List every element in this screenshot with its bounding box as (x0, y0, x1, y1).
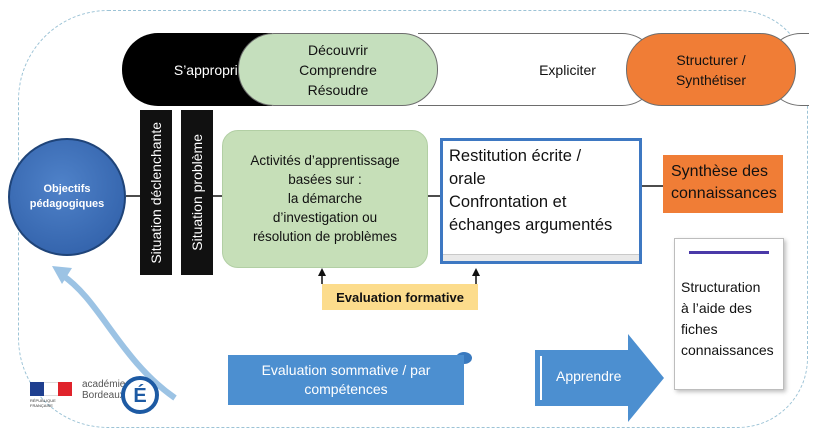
apprendre-arrow (535, 334, 664, 422)
restitution-line3: Confrontation et (449, 193, 567, 211)
evaluation-sommative-ribbon: Evaluation sommative / par compétences (228, 355, 464, 405)
academie-bordeaux-logo: académie Bordeaux É (82, 375, 162, 415)
restitution-line2: orale (449, 170, 486, 188)
activities-line2: basées sur : (288, 172, 362, 187)
objectives-line1: Objectifs (43, 183, 91, 195)
phase-structurer-label: Structurer / (676, 51, 746, 68)
formative-arrowhead-left (318, 268, 326, 276)
objectives-circle: Objectifs pédagogiques (8, 138, 126, 256)
situation-probleme-label: Situation problème (189, 134, 205, 251)
evaluation-sommative-line2: compétences (304, 381, 388, 397)
apprendre-label: Apprendre (556, 368, 622, 384)
activities-line5: résolution de problèmes (252, 229, 398, 244)
academie-e-icon: É (121, 376, 159, 414)
restitution-line1: Restitution écrite / (449, 147, 582, 165)
situation-probleme-bar: Situation problème (181, 110, 213, 275)
restitution-box: Restitution écrite / orale Confrontation… (440, 138, 642, 264)
phase-comprendre-label: Comprendre (299, 61, 377, 78)
phase-approprier-label: S’approprier (173, 61, 251, 78)
card-top-line (689, 251, 769, 254)
synthese-box: Synthèse des connaissances (663, 155, 783, 213)
svg-text:É: É (133, 384, 146, 407)
phase-expliciter: Expliciter (418, 33, 658, 106)
synthese-line2: connaissances (671, 185, 777, 202)
republique-francaise-logo: RÉPUBLIQUE FRANÇAISE (30, 382, 72, 408)
structuration-card: Structuration à l’aide des fiches connai… (674, 238, 784, 390)
structuration-line1: Structuration (681, 279, 761, 295)
return-arrow (60, 272, 177, 401)
activities-line3: la démarche (287, 191, 363, 206)
structuration-line3: fiches (681, 321, 718, 337)
phase-decouvrir: Découvrir Comprendre Résoudre (238, 33, 438, 106)
phase-structurer: Structurer / Synthétiser (626, 33, 796, 106)
situation-declenchante-label: Situation déclenchante (148, 121, 164, 264)
evaluation-formative: Evaluation formative (322, 284, 478, 310)
synthese-line1: Synthèse des (671, 163, 768, 180)
activities-line4: d’investigation ou (272, 210, 378, 225)
phase-expliciter-label: Expliciter (539, 61, 596, 78)
situation-declenchante-bar: Situation déclenchante (140, 110, 172, 275)
activities-line1: Activités d’apprentissage (250, 153, 400, 168)
structuration-line4: connaissances (681, 342, 774, 358)
academie-line2: Bordeaux (82, 390, 125, 401)
return-arrowhead (52, 266, 72, 284)
structuration-line2: à l’aide des (681, 300, 752, 316)
phase-synthetiser-label: Synthétiser (675, 71, 747, 88)
restitution-line4: échanges argumentés (449, 216, 613, 234)
phase-decouvrir-label: Découvrir (308, 41, 368, 58)
activities-box: Activités d’apprentissage basées sur : l… (222, 130, 428, 268)
formative-arrowhead-right (472, 268, 480, 276)
restitution-text: Restitution écrite / orale Confrontation… (449, 145, 612, 237)
structuration-text: Structuration à l’aide des fiches connai… (681, 277, 774, 361)
evaluation-sommative-line1: Evaluation sommative / par (261, 362, 431, 378)
objectives-line2: pédagogiques (29, 198, 105, 210)
phase-resoudre-label: Résoudre (307, 81, 369, 98)
restitution-scrollbar (443, 254, 639, 261)
academie-line1: académie (82, 379, 126, 390)
republique-label: RÉPUBLIQUE FRANÇAISE (30, 398, 56, 408)
